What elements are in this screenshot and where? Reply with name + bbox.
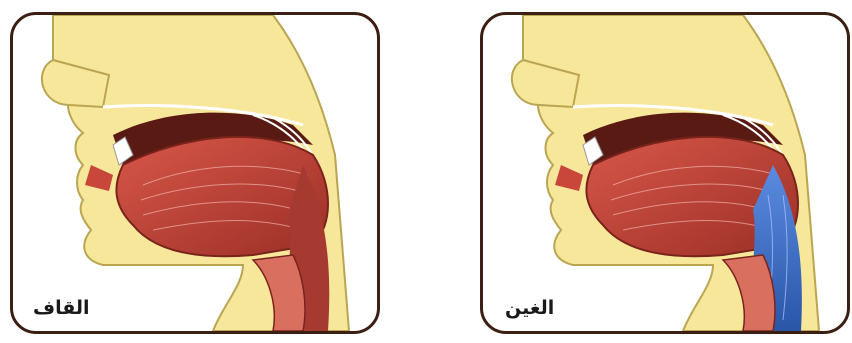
qaf-label: القاف xyxy=(33,297,90,319)
ghain-head-cross-section xyxy=(483,15,847,331)
ghain-panel: الغين xyxy=(480,12,850,334)
ghain-label: الغين xyxy=(505,297,554,319)
qaf-panel: القاف xyxy=(10,12,380,334)
qaf-head-cross-section xyxy=(13,15,377,331)
